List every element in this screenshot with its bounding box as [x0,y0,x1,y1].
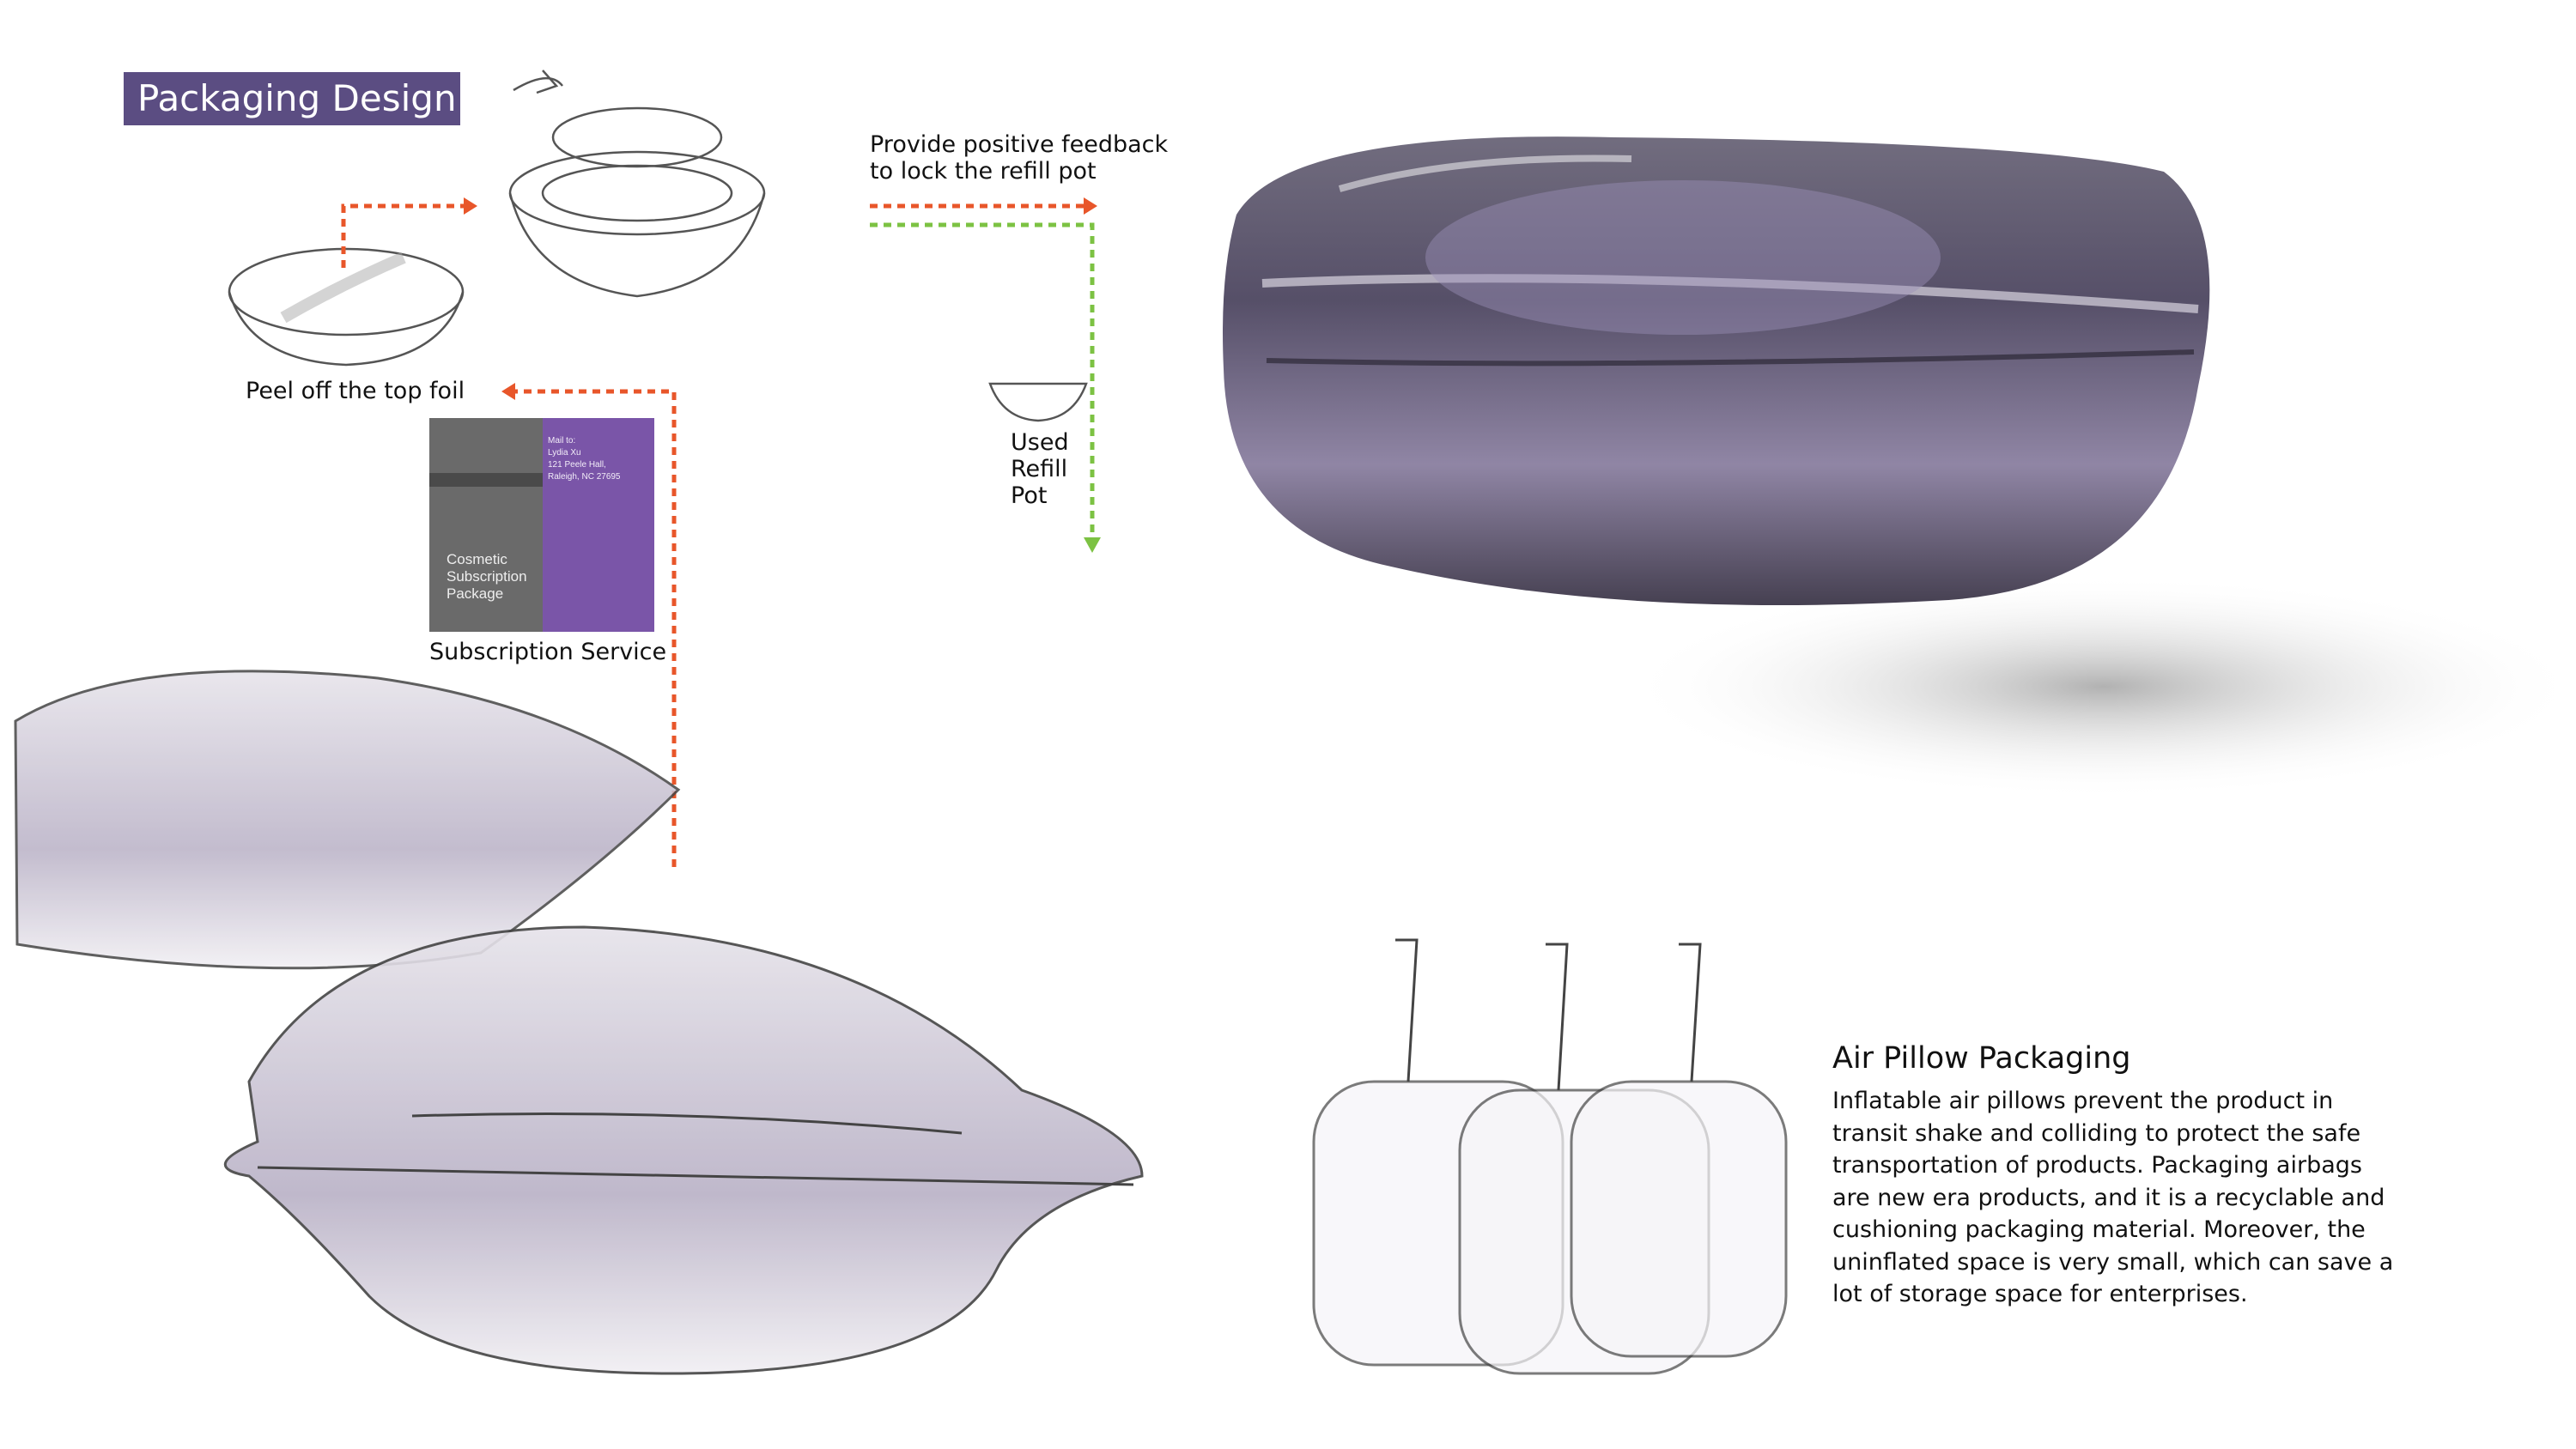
used-line: Pot [1011,482,1048,509]
description-line: Inflatable air pillows prevent the produ… [1832,1088,2334,1114]
package-name: Cosmetic Subscription Package [447,551,527,603]
feedback-step-label: Provide positive feedback to lock the re… [870,131,1168,185]
package-name-line: Subscription [447,568,527,585]
air-pillow-sketch-triplet [1312,938,1788,1375]
description-line: transit shake and colliding to protect t… [1832,1119,2361,1147]
package-name-line: Package [447,585,504,602]
package-purple-panel [543,418,654,632]
stone-compact-render [1223,136,2576,798]
refill-bowl-sketch [508,70,766,298]
package-name-line: Cosmetic [447,551,507,567]
feedback-line: to lock the refill pot [870,158,1097,185]
address-line: 121 Peele Hall, [548,460,606,470]
peel-step-label: Peel off the top foil [246,378,465,404]
subscription-label: Subscription Service [429,639,667,665]
address-line: Lydia Xu [548,448,581,458]
package-address: Mail to: Lydia Xu 121 Peele Hall, Raleig… [548,435,621,483]
used-line: Refill [1011,456,1068,482]
air-pillow-heading: Air Pillow Packaging [1832,1041,2131,1076]
used-line: Used [1011,429,1069,456]
used-pot-label: Used Refill Pot [1011,429,1069,509]
process-arrows [341,197,1101,867]
address-line: Mail to: [548,436,576,446]
description-line: lot of storage space for enterprises. [1832,1281,2248,1307]
description-line: cushioning packaging material. Moreover,… [1832,1216,2366,1243]
foil-bowl-sketch [228,247,465,367]
feedback-line: Provide positive feedback [870,131,1169,158]
air-pillow-sketch-large [14,670,1144,1375]
description-line: are new era products, and it is a recycl… [1832,1184,2385,1211]
air-pillow-description: Inflatable air pillows prevent the produ… [1832,1085,2394,1311]
page-title: Packaging Design [124,72,460,125]
description-line: transportation of products. Packaging ai… [1832,1152,2362,1179]
subscription-package-image: Mail to: Lydia Xu 121 Peele Hall, Raleig… [429,418,654,632]
used-pot-sketch [988,382,1088,422]
description-line: uninflated space is very small, which ca… [1832,1248,2394,1276]
address-line: Raleigh, NC 27695 [548,472,621,482]
